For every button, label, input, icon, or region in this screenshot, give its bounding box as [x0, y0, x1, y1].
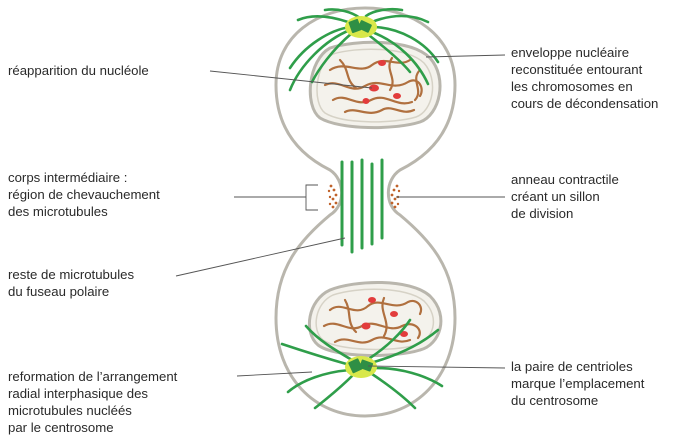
label-nucleolus: réapparition du nucléole — [8, 62, 149, 79]
leader-midbody-bracket — [306, 185, 318, 210]
label-midbody: corps intermédiaire : région de chevauch… — [8, 169, 160, 220]
leader-envelope — [426, 55, 505, 57]
midbody-microtubules — [342, 160, 382, 252]
bottom-centrosome — [345, 356, 377, 378]
label-contractile-ring: anneau contractile créant un sillon de d… — [511, 171, 619, 222]
label-spindle-remnant: reste de microtubules du fuseau polaire — [8, 266, 134, 300]
label-centrioles: la paire de centrioles marque l’emplacem… — [511, 358, 644, 409]
label-reformation: reformation de l’arrangement radial inte… — [8, 368, 177, 436]
leader-reformation — [237, 372, 312, 376]
label-nuclear-envelope: enveloppe nucléaire reconstituée entoura… — [511, 44, 658, 112]
leader-spindle-remnant — [176, 238, 345, 276]
top-centrosome — [345, 16, 377, 38]
